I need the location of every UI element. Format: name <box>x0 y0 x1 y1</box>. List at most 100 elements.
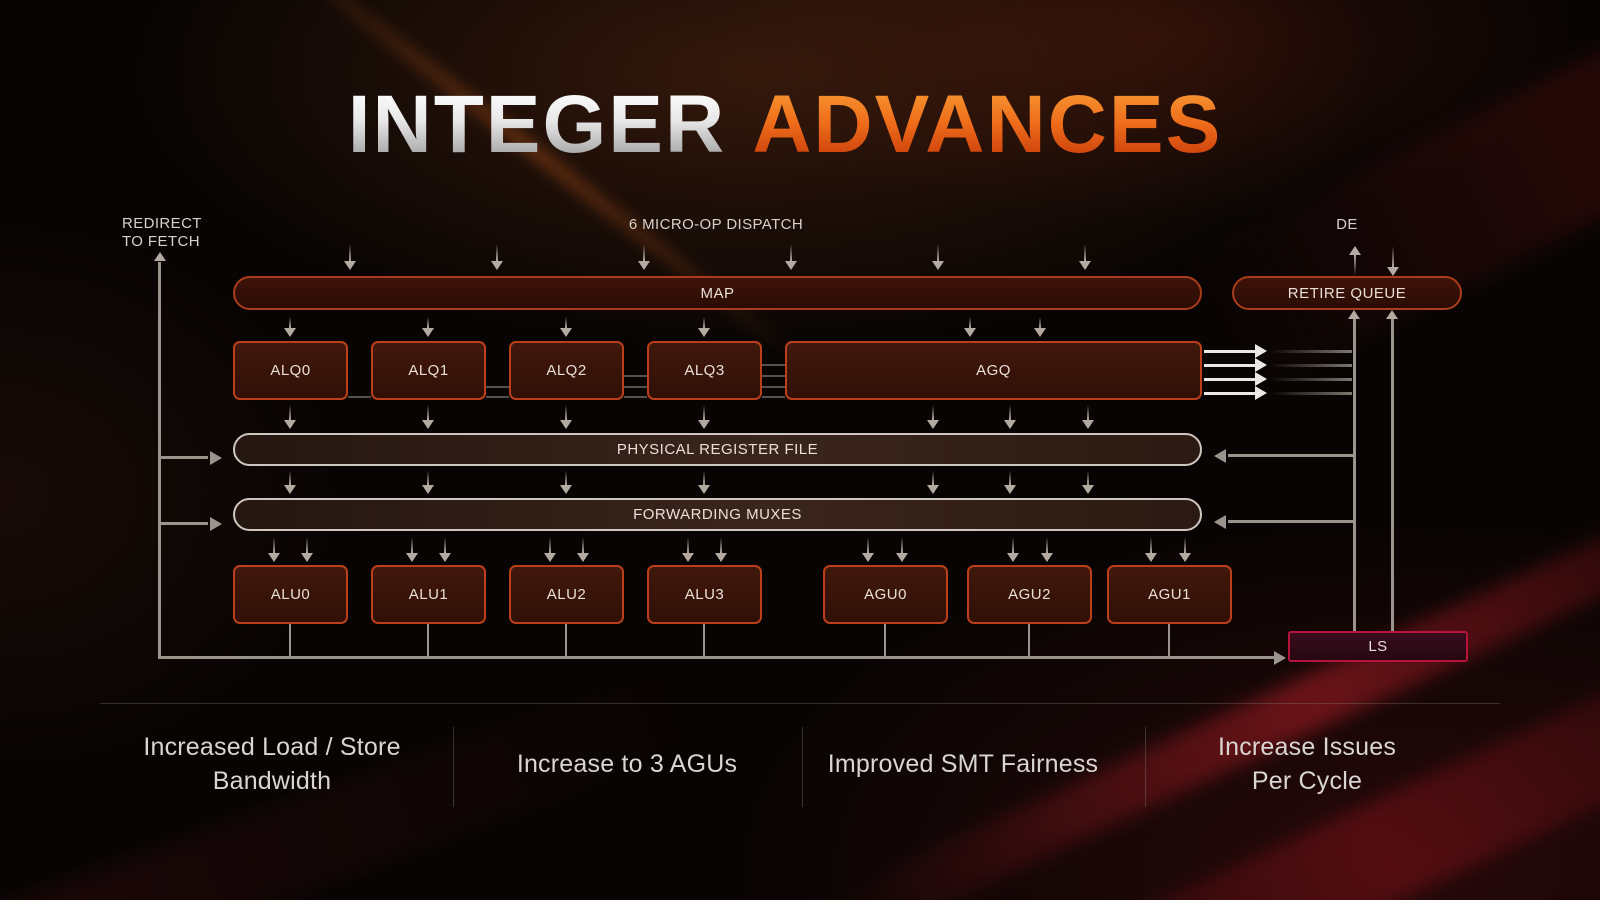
flow-line <box>1270 350 1352 353</box>
flow-line <box>884 624 886 657</box>
flow-line <box>1009 405 1011 420</box>
flow-line <box>624 396 647 398</box>
arrowhead-down <box>344 261 356 270</box>
arrowhead-up <box>154 252 166 261</box>
flow-line <box>1046 537 1048 553</box>
flow-line <box>411 537 413 553</box>
arrowhead-down <box>698 328 710 337</box>
flow-line <box>565 471 567 485</box>
block-alq1: ALQ1 <box>371 341 486 400</box>
flow-line <box>1392 246 1394 267</box>
flow-line <box>582 537 584 553</box>
arrowhead-down <box>1082 420 1094 429</box>
flow-line <box>1270 378 1352 381</box>
arrowhead-left <box>1214 449 1226 463</box>
arrowhead-down <box>638 261 650 270</box>
flow-line <box>496 244 498 261</box>
arrowhead-down <box>932 261 944 270</box>
flow-line <box>703 405 705 420</box>
arrowhead-down <box>682 553 694 562</box>
flow-line <box>762 364 785 366</box>
flow-line <box>549 537 551 553</box>
flow-line <box>289 624 291 657</box>
flow-line <box>1204 350 1256 353</box>
arrowhead-down <box>1034 328 1046 337</box>
flow-line <box>1270 364 1352 367</box>
arrowhead-down <box>1179 553 1191 562</box>
arrowhead-down <box>560 328 572 337</box>
flow-line <box>565 317 567 328</box>
flow-line <box>762 375 785 377</box>
flow-line <box>565 624 567 657</box>
flow-line <box>289 405 291 420</box>
flow-line <box>969 317 971 328</box>
caption-divider-horizontal <box>100 703 1500 704</box>
flow-line <box>1084 244 1086 261</box>
flow-line <box>901 537 903 553</box>
flow-line <box>289 471 291 485</box>
flow-line <box>444 537 446 553</box>
block-alu2: ALU2 <box>509 565 624 624</box>
flow-line <box>762 386 785 388</box>
caption-divider <box>802 727 803 807</box>
flow-line <box>643 244 645 261</box>
flow-line <box>1039 317 1041 328</box>
arrowhead-down <box>1004 420 1016 429</box>
flow-line <box>937 244 939 261</box>
flow-line <box>158 262 161 659</box>
caption-divider <box>1145 727 1146 807</box>
flow-line <box>486 386 509 388</box>
arrowhead-down <box>284 420 296 429</box>
block-alq0: ALQ0 <box>233 341 348 400</box>
caption-smt-fairness: Improved SMT Fairness <box>827 750 1099 778</box>
flow-line <box>703 471 705 485</box>
arrowhead-down <box>964 328 976 337</box>
flow-line <box>160 456 208 459</box>
block-physical-register-file: PHYSICAL REGISTER FILE <box>233 433 1202 466</box>
arrowhead-right <box>1255 386 1267 400</box>
block-retire-queue: RETIRE QUEUE <box>1232 276 1462 310</box>
arrowhead-right <box>210 517 222 531</box>
flow-line <box>790 244 792 261</box>
flow-line <box>427 405 429 420</box>
caption-load-store-bandwidth: Increased Load / Store Bandwidth <box>143 733 401 795</box>
flow-line <box>486 396 509 398</box>
flow-line <box>1228 454 1354 457</box>
block-alq3: ALQ3 <box>647 341 762 400</box>
flow-line <box>703 624 705 657</box>
flow-line <box>1353 319 1356 631</box>
flow-line <box>1204 364 1256 367</box>
flow-line <box>158 656 1274 659</box>
arrowhead-down <box>491 261 503 270</box>
caption-divider <box>453 727 454 807</box>
arrowhead-left <box>1214 515 1226 529</box>
arrowhead-down <box>927 485 939 494</box>
arrowhead-down <box>1041 553 1053 562</box>
block-map: MAP <box>233 276 1202 310</box>
arrowhead-down <box>268 553 280 562</box>
arrowhead-down <box>1004 485 1016 494</box>
arrowhead-down <box>1079 261 1091 270</box>
arrowhead-down <box>927 420 939 429</box>
redirect-to-fetch-label: REDIRECT TO FETCH <box>122 215 202 250</box>
flow-line <box>1354 255 1356 276</box>
arrowhead-down <box>698 485 710 494</box>
arrowhead-down <box>1145 553 1157 562</box>
arrowhead-up <box>1386 310 1398 319</box>
arrowhead-down <box>896 553 908 562</box>
flow-line <box>160 522 208 525</box>
block-alu3: ALU3 <box>647 565 762 624</box>
block-agq: AGQ <box>785 341 1202 400</box>
flow-line <box>427 471 429 485</box>
title-advances: ADVANCES <box>752 79 1223 170</box>
flow-line <box>932 405 934 420</box>
dispatch-label: 6 MICRO-OP DISPATCH <box>628 216 804 233</box>
arrowhead-down <box>698 420 710 429</box>
background-streak <box>249 0 811 370</box>
flow-line <box>932 471 934 485</box>
arrowhead-down <box>284 485 296 494</box>
flow-line <box>349 244 351 261</box>
block-forwarding-muxes: FORWARDING MUXES <box>233 498 1202 531</box>
